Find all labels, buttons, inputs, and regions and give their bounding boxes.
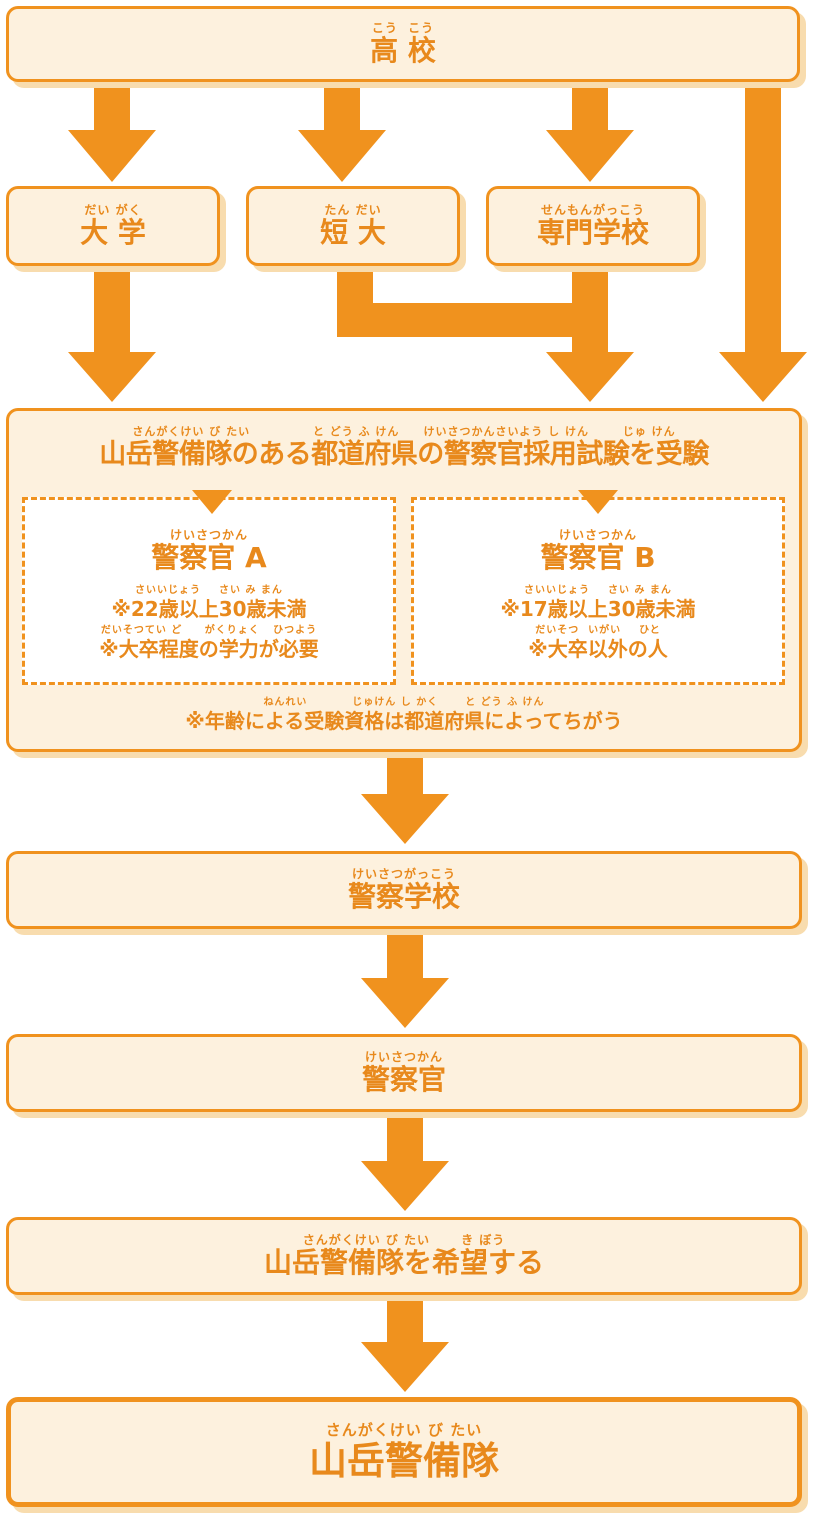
box-label: 警察学校 — [347, 880, 460, 913]
furigana: たん だい — [324, 203, 382, 217]
high-school-box: こう こう 高 校 — [6, 6, 800, 82]
arrow-highschool-to-university — [68, 84, 156, 182]
university-box: だい がく 大 学 — [6, 186, 220, 266]
police-school-box: けいさつがっこう 警察学校 — [6, 851, 802, 929]
furigana: だい がく — [84, 203, 142, 217]
arrow-highschool-to-juniorcollege — [298, 84, 386, 182]
furigana: せんもんがっこう — [540, 203, 645, 217]
arrow-highschool-to-vocational — [546, 84, 634, 182]
hope-box: さんがくけい び たい き ぼう 山岳警備隊を希望する — [6, 1217, 802, 1295]
officer-a-title: 警察官 A — [151, 541, 267, 574]
box-label: 大 学 — [80, 216, 146, 249]
box-label: 短 大 — [320, 216, 386, 249]
furigana: さんがくけい び たい と どう ふ けん けいさつかんさいよう し けん じゅ… — [132, 425, 676, 438]
mountain-rescue-box: さんがくけい び たい 山岳警備隊 — [6, 1397, 802, 1507]
box-label: 山岳警備隊を希望する — [263, 1246, 544, 1279]
furigana: さんがくけい び たい — [325, 1421, 483, 1439]
junior-college-box: たん だい 短 大 — [246, 186, 460, 266]
pointer-triangle-b — [578, 490, 618, 514]
arrow-university-to-exam — [68, 267, 156, 402]
pointer-triangle-a — [192, 490, 232, 514]
furigana: だいそつ いがい ひと — [535, 625, 661, 636]
officer-b-requirement: ※大卒以外の人 — [528, 637, 668, 661]
furigana: けいさつがっこう — [351, 867, 456, 881]
box-label: 警察官 — [361, 1063, 446, 1096]
box-label: 高 校 — [370, 34, 436, 67]
vocational-school-box: せんもんがっこう 専門学校 — [486, 186, 700, 266]
arrow-exam-to-school — [361, 752, 449, 844]
furigana: さんがくけい び たい き ぼう — [302, 1233, 506, 1247]
arrow-school-to-officer — [361, 930, 449, 1028]
officer-b-box: けいさつかん 警察官 B さいいじょう さい み まん ※17歳以上30歳未満 … — [411, 497, 785, 685]
arrow-hope-to-final — [361, 1296, 449, 1392]
arrow-college-vocational-to-exam — [337, 267, 634, 402]
exam-title: 山岳警備隊のある都道府県の警察官採用試験を受験 — [99, 439, 709, 470]
officer-b-title: 警察官 B — [540, 541, 656, 574]
furigana: けいさつかん — [364, 1050, 443, 1064]
furigana: さいいじょう さい み まん — [135, 585, 283, 596]
box-label: 山岳警備隊 — [308, 1439, 499, 1483]
furigana: けいさつかん — [169, 528, 248, 542]
officer-a-age: ※22歳以上30歳未満 — [111, 597, 307, 621]
furigana: こう こう — [371, 21, 435, 35]
arrow-highschool-to-exam — [719, 84, 807, 402]
officer-a-requirement: ※大卒程度の学力が必要 — [99, 637, 319, 661]
exam-note: ねんれい じゅけん し かく と どう ふ けん ※年齢による受験資格は都道府県… — [6, 696, 802, 732]
box-label: 専門学校 — [536, 216, 649, 249]
officer-a-box: けいさつかん 警察官 A さいいじょう さい み まん ※22歳以上30歳未満 … — [22, 497, 396, 685]
arrow-officer-to-hope — [361, 1113, 449, 1211]
furigana: ねんれい じゅけん し かく と どう ふ けん — [263, 697, 545, 708]
furigana: さいいじょう さい み まん — [524, 585, 672, 596]
officer-b-age: ※17歳以上30歳未満 — [500, 597, 696, 621]
furigana: けいさつかん — [558, 528, 637, 542]
police-officer-box: けいさつかん 警察官 — [6, 1034, 802, 1112]
furigana: だいそつてい ど がくりょく ひつよう — [100, 625, 318, 636]
exam-note-text: ※年齢による受験資格は都道府県によってちがう — [185, 709, 623, 733]
